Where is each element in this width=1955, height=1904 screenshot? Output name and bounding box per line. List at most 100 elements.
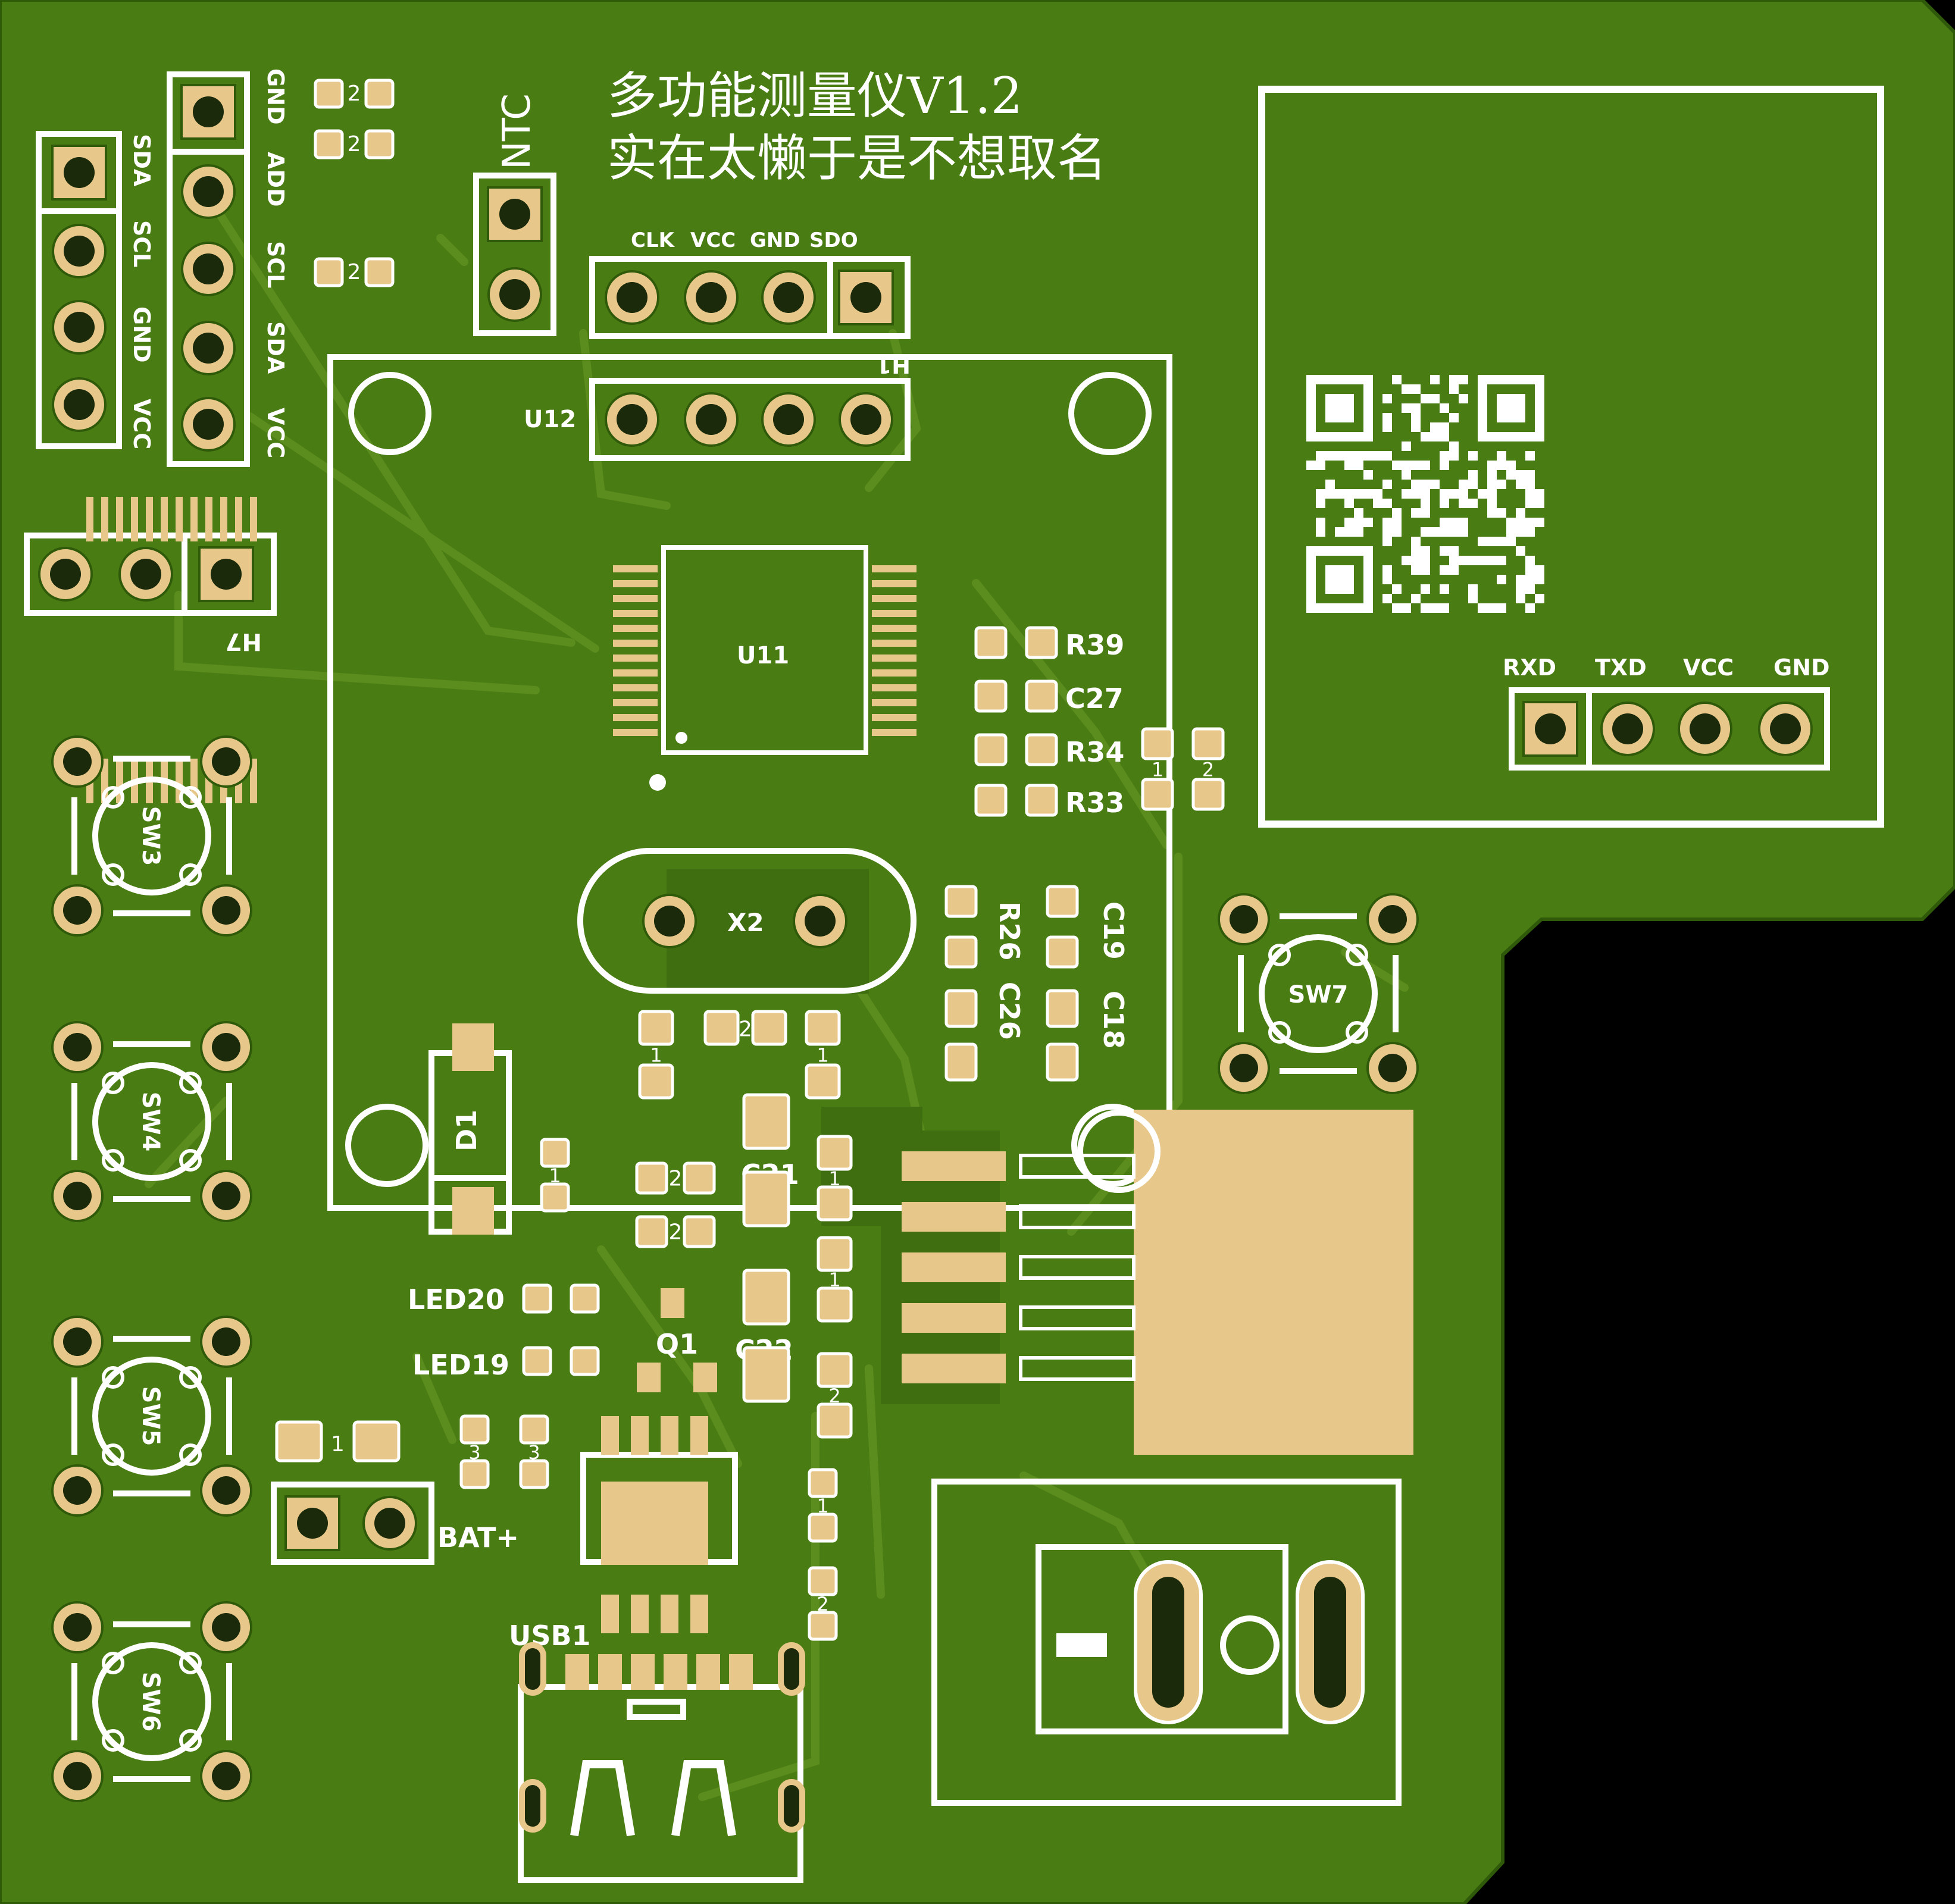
svg-text:1: 1: [828, 1269, 840, 1291]
svg-text:3: 3: [528, 1441, 540, 1464]
uart-pin-2: [1600, 702, 1655, 756]
u11-pin-right-3: [872, 595, 916, 602]
u11-pin-left-11: [613, 714, 658, 721]
u11-pin-top-4: [131, 497, 138, 541]
i2c-left-pin-label-vcc: VCC: [129, 399, 155, 449]
regulator-pin-bottom-1: [601, 1595, 619, 1633]
u12-pin-2: [684, 392, 739, 447]
qr-code-icon: [1306, 375, 1544, 613]
smd-pair-bat-1: 3: [459, 1414, 490, 1489]
i2c-left-pin-label-sda: SDA: [129, 134, 155, 187]
c27-capacitor: [974, 679, 1058, 713]
smd-pair-xtal-mid: 2: [703, 1010, 787, 1046]
h7-pin-2: [118, 547, 173, 602]
board-title-line2: 实在太懒于是不想取名: [607, 129, 1107, 187]
sw6-switch: SW6: [51, 1601, 252, 1802]
u11-pin-right-11: [872, 714, 916, 721]
smd-pair-conn-3: 2: [817, 1352, 853, 1439]
h1-pin-label-sdo: SDO: [809, 228, 858, 252]
u11-pin-right-4: [872, 610, 916, 617]
uart-pin-label-vcc: VCC: [1683, 654, 1734, 681]
regulator-pin-bottom-3: [661, 1595, 678, 1633]
i2c-mid-pin-4: [181, 321, 236, 375]
usb-shield-tab-2: [778, 1642, 805, 1696]
svg-text:2: 2: [669, 1167, 683, 1191]
svg-text:1: 1: [549, 1164, 561, 1187]
regulator-pin-top-2: [631, 1416, 649, 1455]
u11-pin-left-7: [613, 654, 658, 662]
h1-pin-1: [605, 270, 659, 325]
svg-text:2: 2: [828, 1385, 840, 1407]
svg-text:2: 2: [669, 1220, 683, 1245]
svg-text:1: 1: [650, 1044, 662, 1067]
u11-pin-left-2: [613, 580, 658, 587]
x2-label: X2: [727, 908, 764, 937]
ntc-pin-2: [487, 267, 542, 322]
connector-lead-4: [1019, 1305, 1136, 1330]
svg-text:1: 1: [331, 1432, 345, 1457]
x2-crystal: X2: [577, 848, 916, 994]
connector-lead-1: [1019, 1154, 1136, 1179]
h7-pin-3: [198, 546, 254, 602]
c19-capacitor: [1046, 885, 1079, 969]
c26-label: C26: [993, 982, 1025, 1040]
ntc-header: NTC: [473, 93, 556, 336]
sw4-switch: SW4: [51, 1021, 252, 1222]
u11-pin-right-1: [872, 565, 916, 572]
u12-pin-1: [605, 392, 659, 447]
u11-pin-top-11: [235, 497, 242, 541]
d1-pads: [452, 1023, 494, 1235]
uart-pin-3: [1678, 702, 1732, 756]
smd-cap-top-2: 2: [314, 129, 395, 159]
r39-resistor: [974, 626, 1058, 659]
battery-pin-1: [284, 1495, 340, 1551]
u12-header: U12: [524, 378, 911, 461]
smd-cap-top-3: 2: [314, 257, 395, 287]
usb-pad-2: [598, 1654, 622, 1690]
h1-pin-label-gnd: GND: [750, 228, 800, 252]
r26-label: R26: [993, 901, 1025, 960]
r33-label: R33: [1065, 787, 1124, 819]
usb-pad-3: [631, 1654, 655, 1690]
u11-pin-left-5: [613, 625, 658, 632]
u11-pin-top-9: [205, 497, 212, 541]
x2-pin-1: [642, 894, 697, 948]
u11-pin-top-2: [101, 497, 108, 541]
d1-label: D1: [451, 1110, 483, 1151]
i2c-mid-pin-label-scl: SCL: [262, 241, 289, 288]
smd-pair-conn-1: 1: [817, 1135, 853, 1222]
led19-label: LED19: [412, 1349, 509, 1381]
smd-cap-top-1: 2: [314, 79, 395, 109]
sw7-switch: SW7: [1218, 893, 1419, 1094]
u12-mount-hole-bl: [345, 1104, 428, 1187]
c26-capacitor: [944, 989, 978, 1082]
regulator-pin-bottom-4: [690, 1595, 708, 1633]
svg-text:2: 2: [1202, 759, 1214, 781]
smd-pair-r34-right-1: 1: [1141, 727, 1174, 811]
usb-pads: [519, 1642, 805, 1833]
u12-mount-hole-tr: [1068, 372, 1152, 455]
u11-pin-right-10: [872, 699, 916, 706]
sw6-label: SW6: [137, 1672, 164, 1732]
smd-pair-usb-1: 1: [808, 1468, 838, 1543]
bat-label: BAT+: [437, 1521, 519, 1554]
uart-pin-4: [1758, 702, 1813, 756]
u11-pin-left-6: [613, 640, 658, 647]
i2c-mid-pin-label-add: ADD: [262, 152, 289, 207]
smd-pair-r34-right-2: 2: [1191, 727, 1225, 811]
c21-capacitor: [742, 1093, 790, 1227]
uart-pin-label-gnd: GND: [1773, 654, 1830, 681]
u11-pin-right-6: [872, 640, 916, 647]
connector-lead-3: [1019, 1255, 1136, 1280]
i2c-mid-pin-2: [181, 164, 236, 219]
u11-pin-top-6: [161, 497, 168, 541]
sw5-switch: SW5: [51, 1316, 252, 1517]
sw3-label: SW3: [137, 806, 164, 866]
u11-pin-top-3: [116, 497, 123, 541]
u11-pin-left-4: [613, 610, 658, 617]
connector-finger-4: [902, 1303, 1006, 1333]
h1-pin-3: [761, 270, 816, 325]
i2c-mid-pin-5: [181, 397, 236, 452]
r39-label: R39: [1065, 629, 1124, 661]
